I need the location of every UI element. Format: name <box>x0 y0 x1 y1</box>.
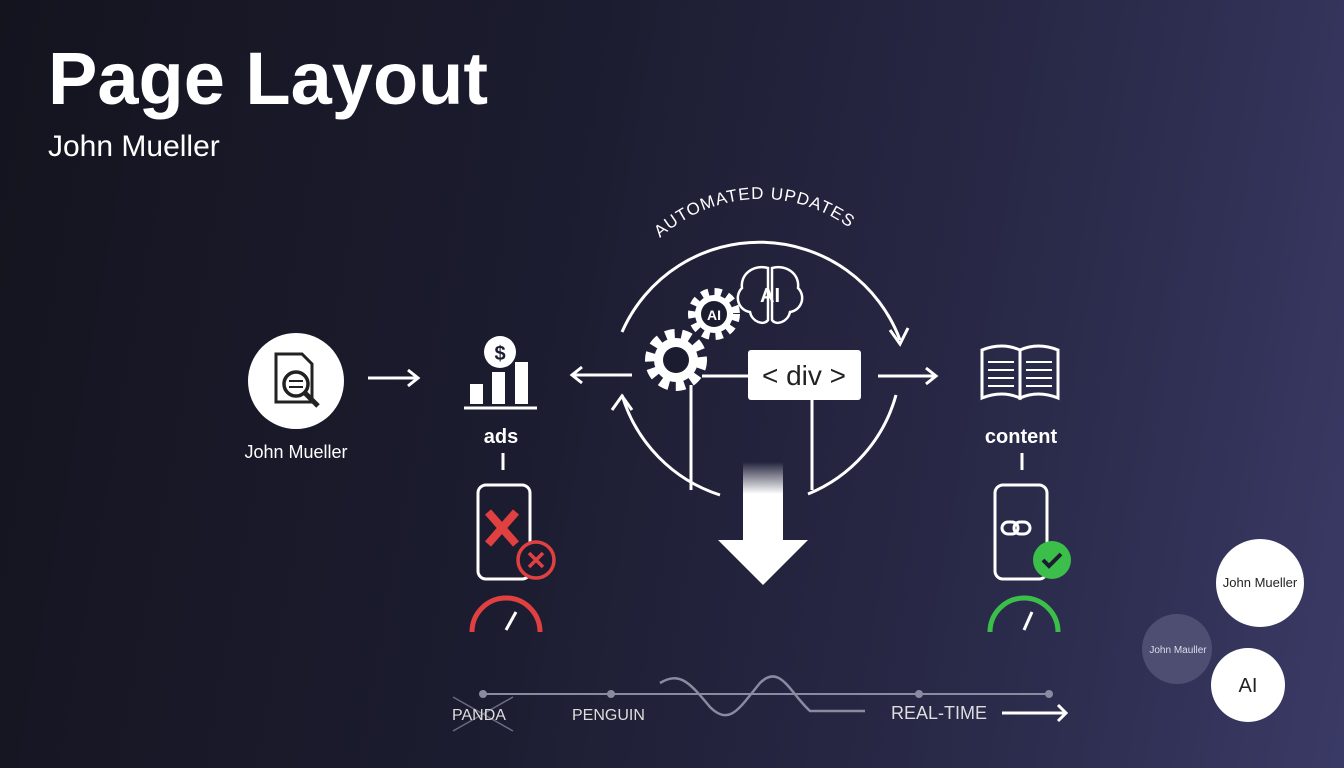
div-tag-box <box>748 350 861 400</box>
phone-good-icon <box>993 483 1071 581</box>
arrow-right-icon <box>878 366 939 386</box>
arrow-left-icon <box>569 365 632 385</box>
ai-brain-icon <box>736 265 804 324</box>
dollar-icon: $ <box>494 343 505 365</box>
cycle-arrow-top <box>620 240 902 341</box>
speed-gauge-bad-icon <box>469 595 543 633</box>
john-mueller-bubble-label: John Mueller <box>1223 575 1298 590</box>
arrow-right-icon <box>368 368 421 388</box>
document-search-icon <box>248 333 344 429</box>
phone-bad-icon <box>476 483 556 581</box>
content-label: content <box>985 426 1058 448</box>
speed-gauge-good-icon <box>987 595 1061 633</box>
john-mueller-bubble <box>1216 539 1304 627</box>
page-title: Page Layout <box>48 37 488 120</box>
source-label: John Mueller <box>244 442 347 462</box>
faded-bubble-label: John Mauller <box>1149 645 1207 656</box>
ads-label: ads <box>484 426 518 448</box>
faded-bubble <box>1142 614 1212 684</box>
page-subtitle: John Mueller <box>48 130 220 163</box>
cycle-arrow-left <box>620 394 721 497</box>
ai-bubble-label: AI <box>1239 675 1258 697</box>
timeline-realtime: REAL-TIME <box>891 703 987 723</box>
ai-gear-icon <box>688 288 740 340</box>
ads-chart-icon <box>464 336 537 410</box>
gear-ai-text: AI <box>707 307 721 323</box>
timeline-penguin: PENGUIN <box>572 707 645 724</box>
cycle-arrow-right <box>807 394 898 496</box>
div-tag-label: < div > <box>762 360 846 391</box>
open-book-icon <box>980 344 1060 401</box>
down-arrow-icon <box>718 462 808 585</box>
gear-icon <box>645 329 707 391</box>
timeline <box>452 675 1069 732</box>
brain-ai-text: AI <box>760 285 780 307</box>
ai-bubble <box>1211 648 1285 722</box>
timeline-panda: PANDA <box>452 707 506 724</box>
automated-updates-label: AUTOMATED UPDATES <box>650 184 858 241</box>
